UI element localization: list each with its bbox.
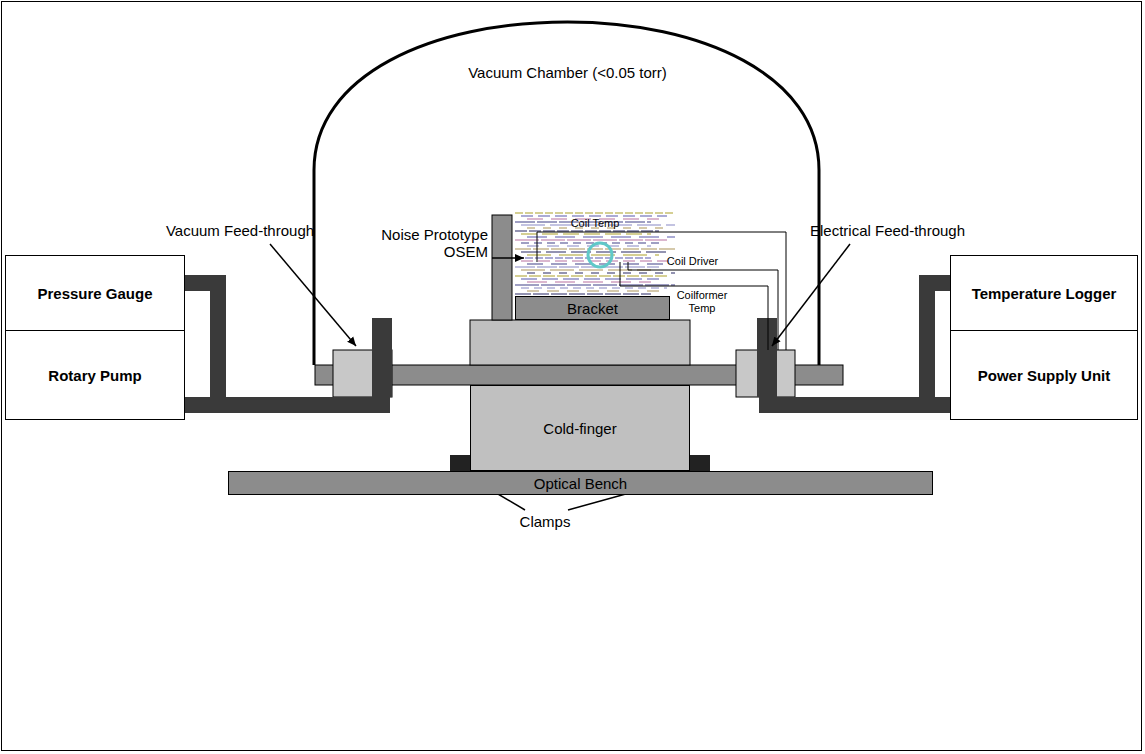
vacuum-chamber: Vacuum Chamber (<0.05 torr) Bracket (312, 20, 823, 365)
clamp (450, 455, 470, 471)
node-label: Bracket (567, 300, 618, 317)
pipe-connector (767, 283, 950, 405)
signal-label: Coil Temp (560, 217, 630, 230)
cold-block (470, 320, 690, 365)
pipe-connector (767, 365, 950, 405)
part-label: Electrical Feed-through (800, 222, 975, 239)
node-label: Cold-finger (543, 420, 616, 437)
node-label: Power Supply Unit (978, 367, 1111, 384)
part-label: Noise Prototype OSEM (378, 226, 488, 261)
instrument-box: Rotary Pump (5, 330, 185, 420)
node-label: Rotary Pump (48, 367, 141, 384)
cold-finger: Cold-finger (470, 385, 690, 471)
clamp (690, 455, 710, 471)
osem-picture (515, 213, 675, 294)
instrument-box: Temperature Logger (950, 255, 1138, 331)
pipe-connector (185, 283, 382, 405)
mount-post (492, 215, 512, 320)
part-label: Vacuum Feed-through (150, 222, 330, 239)
pipe-connector (185, 365, 382, 405)
part-label: Clamps (505, 513, 585, 530)
node-label: Temperature Logger (972, 285, 1117, 302)
bracket: Bracket (515, 296, 670, 320)
node-label: Optical Bench (534, 475, 627, 492)
leader-arrow (492, 257, 524, 259)
instrument-box: Power Supply Unit (950, 330, 1138, 420)
signal-label: Coil Driver (655, 255, 730, 268)
instrument-box: Pressure Gauge (5, 255, 185, 331)
optical-bench: Optical Bench (228, 471, 933, 495)
node-label: Pressure Gauge (37, 285, 152, 302)
signal-label: Coilformer Temp (672, 289, 732, 314)
node-label: Vacuum Chamber (<0.05 torr) (468, 64, 667, 81)
leader-arrow (772, 244, 850, 346)
wire (537, 232, 786, 350)
